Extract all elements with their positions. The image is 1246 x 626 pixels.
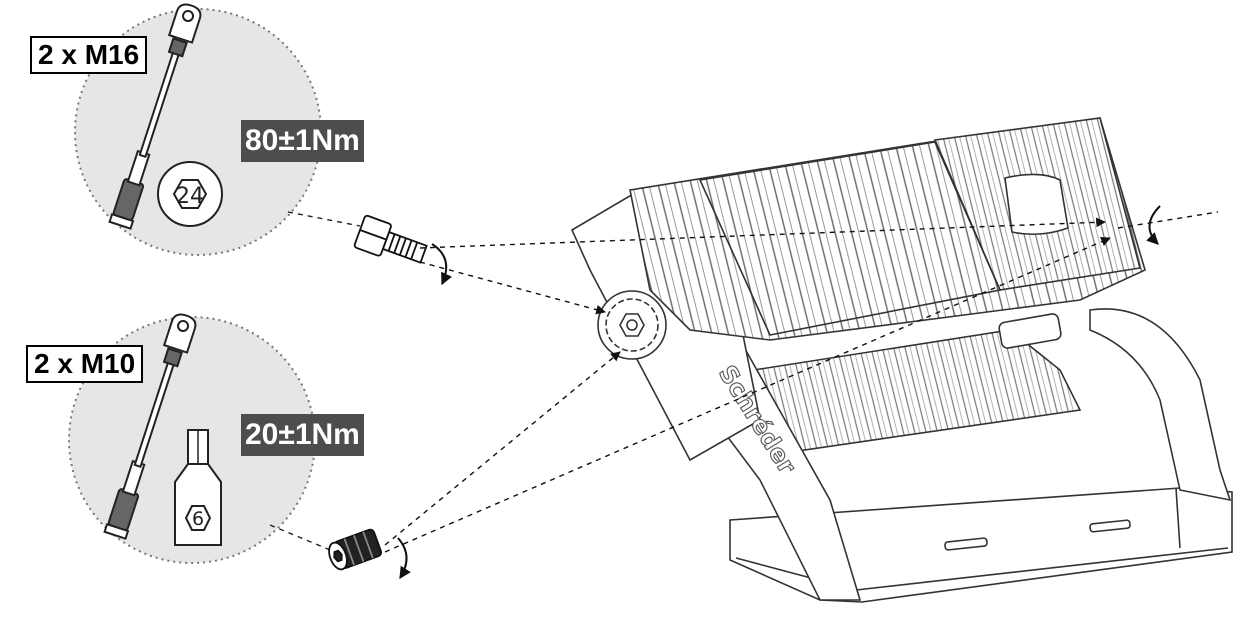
yoke-arm-right [1089,308,1232,502]
socket-size-m16: 24 [176,184,204,209]
m16-bolt [353,214,428,264]
torque-wrench-icon [103,313,197,540]
hex-key-size-m10: 6 [192,508,204,530]
torque-value-m10: 20±1Nm [241,414,364,456]
leader-lines [269,211,361,553]
torque-wrench-icon [108,3,202,230]
assembly-paths [384,211,1219,553]
pivot-hub [597,290,667,360]
torque-value-m16: 80±1Nm [241,120,364,162]
hex-key-bit-icon [174,429,222,546]
bolt-label-m10: 2 x M10 [26,345,144,383]
hex-socket-icon [157,161,223,227]
m10-screw [328,528,383,571]
tighten-rotation-icon [431,243,452,286]
bolt-label-m16: 2 x M16 [30,36,148,74]
rotation-direction-icon [1146,205,1161,245]
floodlight-luminaire [570,117,1233,603]
tighten-rotation-icon [397,537,411,580]
